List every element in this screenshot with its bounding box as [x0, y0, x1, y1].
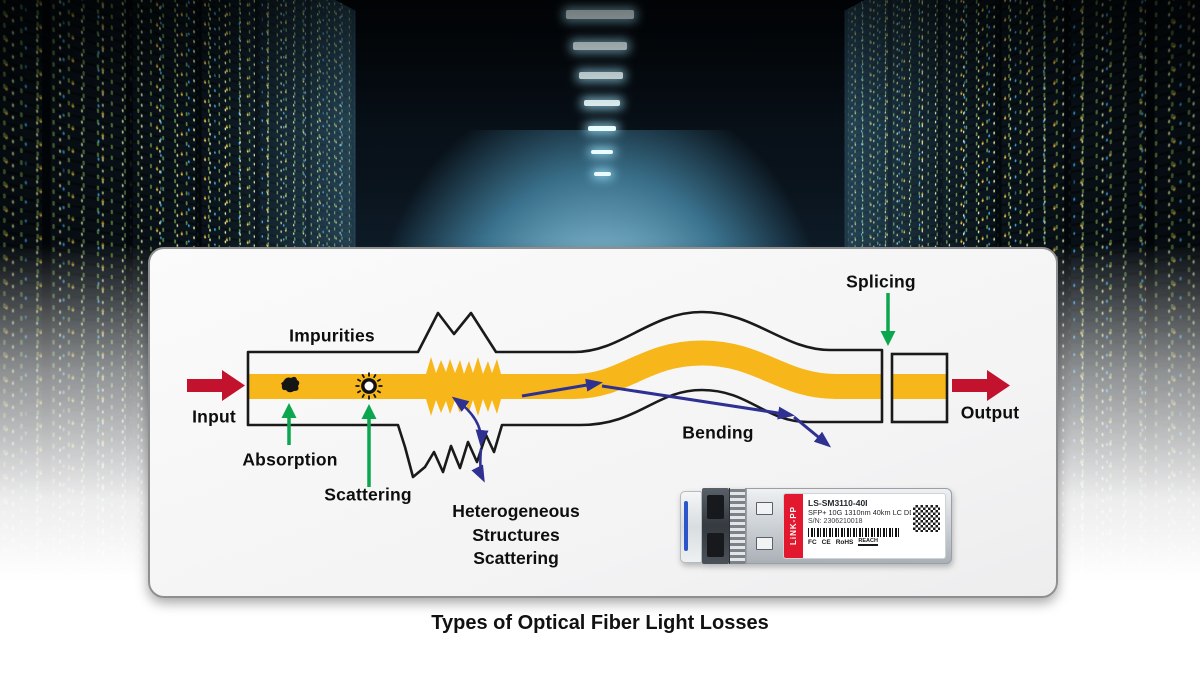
label-splicing: Splicing	[846, 271, 916, 292]
bending-escape-ray-2	[793, 415, 832, 448]
label-impurities: Impurities	[289, 325, 375, 346]
compliance-marks: FC CE RoHS REACH	[808, 537, 945, 546]
heterogeneous-scatter-ray-2	[471, 448, 485, 483]
impurity-blob-icon	[281, 376, 300, 393]
sfp-lc-connector	[702, 488, 729, 564]
heterogeneous-scatter-ray-1	[451, 396, 489, 447]
fcc-mark: FC	[808, 538, 817, 546]
cladding-outline	[246, 310, 884, 479]
bending-escape-ray-1	[601, 384, 795, 420]
qr-code-icon	[911, 503, 942, 534]
sfp-vent-hole	[756, 502, 773, 515]
fiber-core	[248, 340, 882, 399]
rohs-mark: RoHS	[835, 538, 854, 546]
diagram-panel: Impurities Input Absorption Scattering B…	[148, 247, 1058, 598]
sfp-label-info: LS-SM3110-40I SFP+ 10G 1310nm 40km LC DD…	[803, 494, 945, 558]
light-ray-straight	[521, 378, 603, 398]
label-heterogeneous-line1: Heterogeneous	[452, 501, 580, 521]
sfp-bail-latch	[680, 491, 702, 563]
label-heterogeneous-line2: Structures	[472, 524, 560, 545]
label-output: Output	[960, 402, 1020, 423]
splice-right-section	[890, 352, 949, 424]
label-heterogeneous-line3: Scattering	[473, 548, 559, 568]
sfp-product-label: LiNK-PP LS-SM3110-40I SFP+ 10G 1310nm 40…	[783, 493, 946, 559]
label-heterogeneous-scattering: Heterogeneous Structures Scattering	[452, 500, 579, 571]
brand-badge: LiNK-PP	[784, 494, 803, 558]
sfp-vent-hole	[756, 537, 773, 550]
sfp-transceiver-image: LiNK-PP LS-SM3110-40I SFP+ 10G 1310nm 40…	[680, 488, 952, 564]
input-arrow-icon	[187, 370, 245, 401]
ce-mark: CE	[821, 538, 831, 546]
reach-mark: REACH	[858, 537, 878, 546]
label-scattering: Scattering	[324, 484, 412, 505]
label-input: Input	[192, 406, 236, 427]
page-title: Types of Optical Fiber Light Losses	[431, 612, 769, 634]
sfp-ribbed-section	[729, 488, 746, 564]
barcode-icon	[808, 528, 900, 537]
label-absorption: Absorption	[242, 449, 338, 470]
fiber-diagram-svg	[187, 293, 1010, 487]
sfp-model-number: LS-SM3110-40I	[808, 498, 868, 508]
sfp-housing: LiNK-PP LS-SM3110-40I SFP+ 10G 1310nm 40…	[746, 488, 952, 564]
sfp-latch-stripe	[684, 501, 688, 551]
sfp-lc-port	[707, 495, 724, 519]
output-arrow-icon	[952, 370, 1010, 401]
sfp-lc-port	[707, 533, 724, 557]
label-bending: Bending	[682, 422, 754, 443]
starburst-icon	[355, 372, 383, 400]
sfp-serial-number: S/N: 2306210018	[808, 518, 863, 525]
sfp-spec-line: SFP+ 10G 1310nm 40km LC DDM	[808, 508, 921, 517]
